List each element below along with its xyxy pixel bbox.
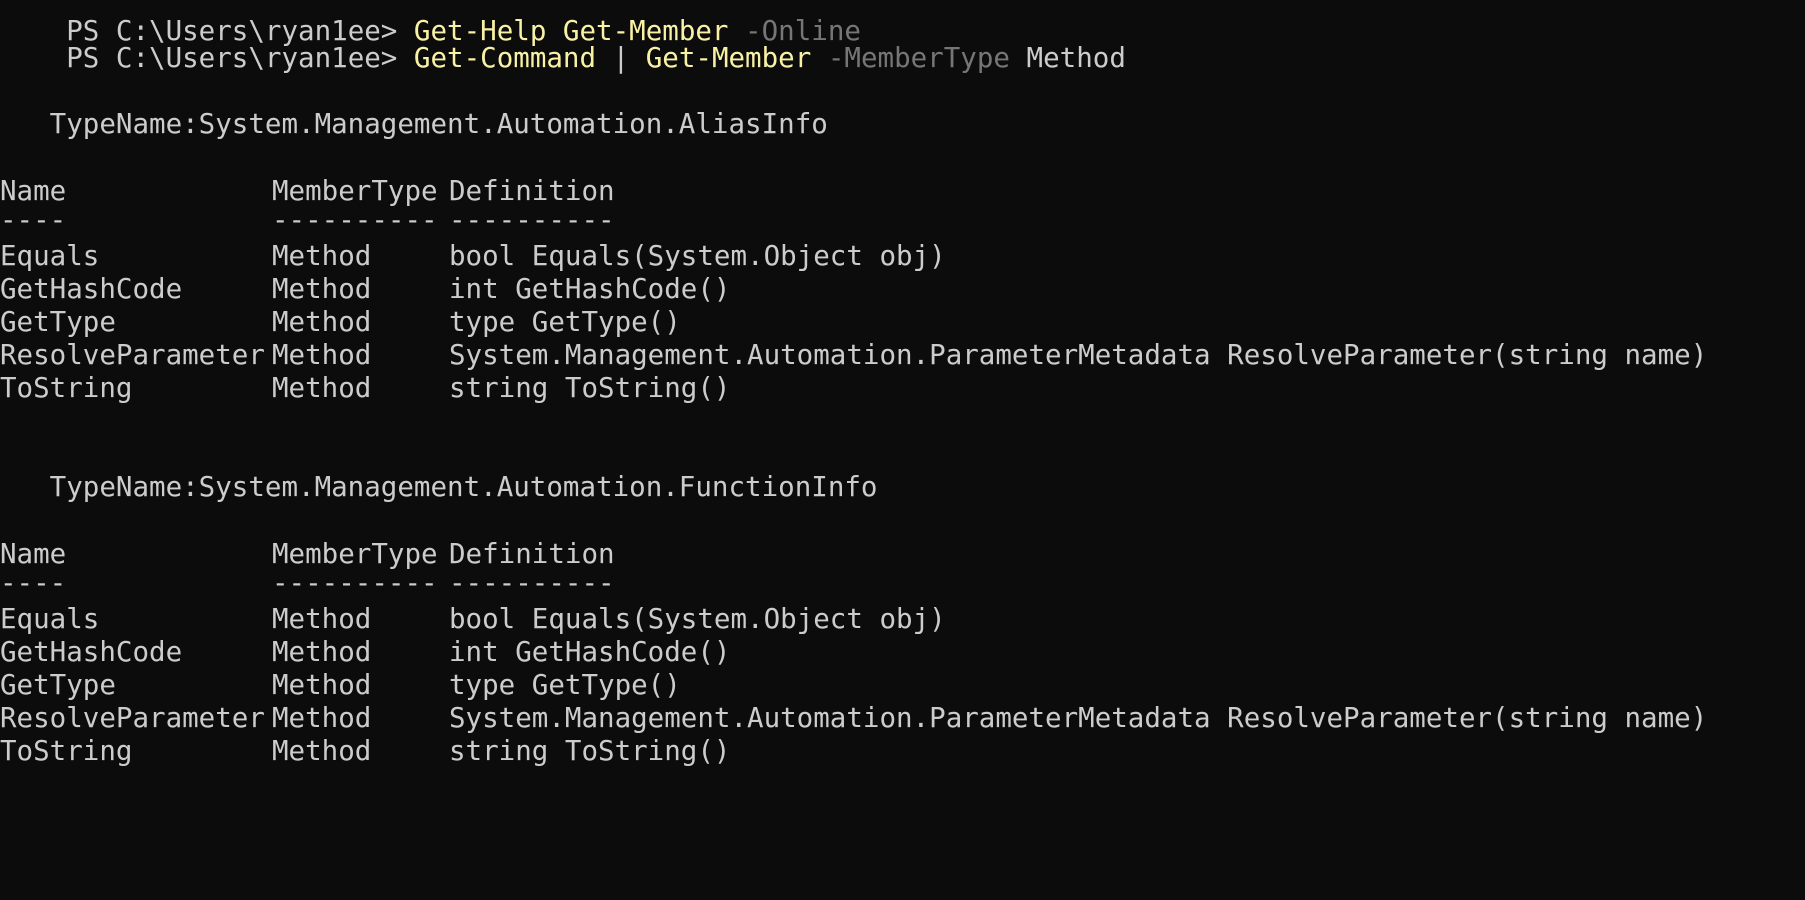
header-name: Name [0,538,67,570]
member-definition: string ToString() [449,735,731,767]
header-definition: Definition [449,175,615,207]
member-name: Equals [0,240,100,272]
rule-definition: ---------- [449,567,615,599]
table-row: Equals Method bool Equals(System.Object … [0,603,946,636]
member-definition: int GetHashCode() [449,636,731,668]
table-row: GetType Method type GetType() [0,306,681,339]
member-type: Method [272,339,372,371]
member-type: Method [272,306,372,338]
header-rule: ---- ---------- ---------- [0,567,615,600]
member-definition: string ToString() [449,372,731,404]
table-header: Name MemberType Definition [0,175,615,208]
command-token: Get-Member [645,42,812,74]
member-definition: int GetHashCode() [449,273,731,305]
previous-command-line: PS C:\Users\ryan1ee> Get-Help Get-Member… [0,0,861,47]
member-definition: bool Equals(System.Object obj) [449,240,946,272]
rule-name: ---- [0,204,67,236]
typename-line: TypeName:System.Management.Automation.Fu… [0,471,878,503]
header-membertype: MemberType [272,175,438,207]
command-token: Get-Command [413,42,597,74]
member-definition: type GetType() [449,669,681,701]
member-definition: type GetType() [449,306,681,338]
header-name: Name [0,175,67,207]
member-type: Method [272,372,372,404]
member-definition: System.Management.Automation.ParameterMe… [449,339,1708,371]
parameter-token: -Online [728,15,861,47]
member-name: ResolveParameter [0,702,265,734]
table-row: GetType Method type GetType() [0,669,681,702]
member-type: Method [272,636,372,668]
member-type: Method [272,702,372,734]
command-line: PS C:\Users\ryan1ee> Get-Command | Get-M… [0,9,1126,74]
member-type: Method [272,273,372,305]
table-header: Name MemberType Definition [0,538,615,571]
rule-definition: ---------- [449,204,615,236]
table-row: ResolveParameter Method System.Managemen… [0,339,1707,372]
rule-membertype: ---------- [272,567,438,599]
member-name: ToString [0,372,133,404]
table-row: ResolveParameter Method System.Managemen… [0,702,1707,735]
header-rule: ---- ---------- ---------- [0,204,615,237]
header-membertype: MemberType [272,538,438,570]
member-type: Method [272,603,372,635]
table-row: ToString Method string ToString() [0,735,730,768]
member-definition: System.Management.Automation.ParameterMe… [449,702,1708,734]
typename-line: TypeName:System.Management.Automation.Al… [0,108,828,140]
member-name: ResolveParameter [0,339,265,371]
terminal-output[interactable]: PS C:\Users\ryan1ee> Get-Help Get-Member… [0,0,1805,801]
member-name: GetType [0,669,116,701]
argument-token: Method [1009,42,1126,74]
member-name: GetHashCode [0,273,183,305]
rule-name: ---- [0,567,67,599]
member-definition: bool Equals(System.Object obj) [449,603,946,635]
pipe-operator: | [596,42,646,74]
member-type: Method [272,240,372,272]
rule-membertype: ---------- [272,204,438,236]
table-row: GetHashCode Method int GetHashCode() [0,273,730,306]
prompt-text: PS C:\Users\ryan1ee> [66,42,414,74]
member-name: ToString [0,735,133,767]
command-token: Get-Help Get-Member [413,15,729,47]
member-name: Equals [0,603,100,635]
parameter-token: -MemberType [811,42,1010,74]
table-row: GetHashCode Method int GetHashCode() [0,636,730,669]
member-name: GetHashCode [0,636,183,668]
table-row: ToString Method string ToString() [0,372,730,405]
member-type: Method [272,669,372,701]
header-definition: Definition [449,538,615,570]
table-row: Equals Method bool Equals(System.Object … [0,240,946,273]
member-name: GetType [0,306,116,338]
prompt-text: PS C:\Users\ryan1ee> [66,15,414,47]
member-type: Method [272,735,372,767]
